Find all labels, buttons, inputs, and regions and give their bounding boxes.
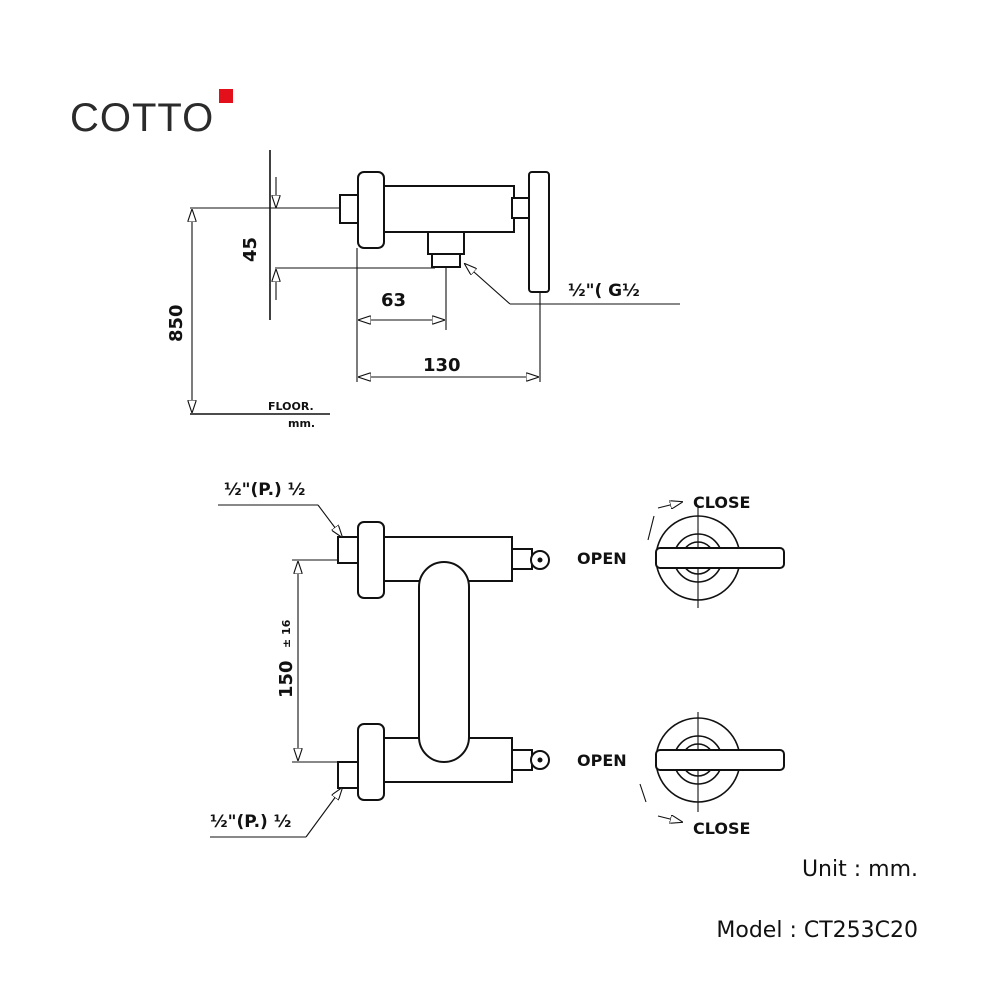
top-handle-close-label: CLOSE [693, 493, 750, 512]
dim-63-label: 63 [381, 290, 406, 311]
floor-label: FLOOR. [268, 400, 314, 413]
top-handle-rotation-arrow [647, 502, 682, 541]
outlet-thread-leader-arrow [465, 264, 511, 305]
bottom-spindle [511, 749, 533, 771]
dim-150-label: 150 [276, 660, 297, 698]
unit-label: Unit : mm. [801, 857, 918, 882]
top-handle-lever [655, 547, 785, 569]
top-inlet-leader-arrow [317, 504, 342, 537]
model-label: Model : CT253C20 [716, 918, 918, 943]
outlet-nut [431, 253, 461, 268]
brand-logo-text: COTTO [70, 96, 215, 140]
mixer-body-side [383, 185, 515, 233]
bottom-inlet-leader-arrow [305, 788, 342, 838]
wall-flange [357, 171, 385, 249]
top-inlet-thread-label: ½"(P.) ½ [224, 480, 305, 500]
bottom-wall-flange [357, 723, 385, 801]
outlet-thread-label: ½"( G½ [568, 281, 640, 301]
bottom-handle-lever [655, 749, 785, 771]
bottom-handle-open-label: OPEN [577, 751, 627, 770]
bottom-handle-face: CLOSE OPEN [577, 712, 785, 838]
outlet-neck [427, 231, 465, 255]
dim-130-label: 130 [423, 355, 461, 376]
top-wall-flange [357, 521, 385, 599]
lever-handle-side [528, 171, 550, 293]
top-handle-open-label: OPEN [577, 549, 627, 568]
vertical-body [418, 561, 470, 763]
dim-850-label: 850 [166, 304, 187, 342]
top-spindle [511, 548, 533, 570]
top-handle-face: CLOSE OPEN [577, 493, 785, 608]
dim-45-label: 45 [240, 237, 261, 262]
bottom-handle-close-label: CLOSE [693, 819, 750, 838]
bottom-handle-rotation-arrow [639, 783, 682, 822]
bottom-handle-knob-dot [537, 757, 543, 763]
top-handle-knob-dot [537, 557, 543, 563]
spindle [511, 197, 531, 219]
floor-unit-label: mm. [288, 417, 315, 430]
logo-red-square-icon [219, 89, 233, 103]
dim-150-tolerance-label: ± 16 [280, 619, 293, 648]
side-view: 45 850 FLOOR. mm. 63 130 ½"( G½ [166, 150, 680, 430]
front-view: ½"(P.) ½ ½"(P.) ½ 150 ± 16 CLOSE OPEN [210, 480, 785, 838]
bottom-inlet-thread-label: ½"(P.) ½ [210, 812, 291, 832]
